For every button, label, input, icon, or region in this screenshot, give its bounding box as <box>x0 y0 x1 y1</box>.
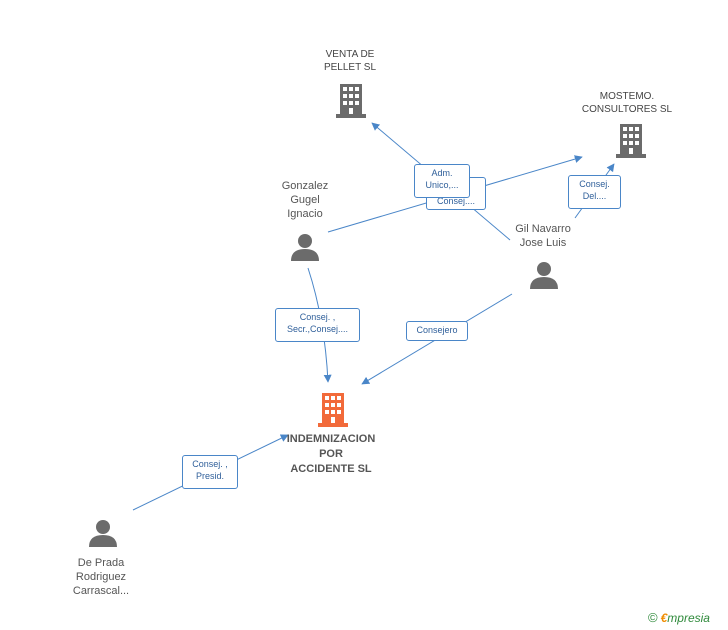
person-icon[interactable] <box>89 520 117 547</box>
edge-label-line: Secr.,Consej.... <box>286 324 349 334</box>
node-label-indemnizacion[interactable]: INDEMNIZACION POR ACCIDENTE SL <box>276 432 386 477</box>
copyright-icon: © <box>648 610 658 625</box>
node-label-line: VENTA DE <box>325 49 375 60</box>
node-label-line: Gonzalez <box>281 180 329 192</box>
node-label-line: De Prada <box>77 557 125 569</box>
node-label-venta-pellet[interactable]: VENTA DE PELLET SL <box>300 48 400 74</box>
node-label-line: Gugel <box>290 194 320 206</box>
brand-e-letter: € <box>660 611 668 625</box>
building-icon[interactable] <box>336 84 366 118</box>
node-label-line: Carrascal... <box>72 585 130 597</box>
node-label-line: MOSTEMO. <box>599 91 655 102</box>
edge-label-line: Consej. , <box>192 459 228 469</box>
brand-name: mpresia <box>667 611 710 625</box>
node-label-line: Ignacio <box>287 208 323 220</box>
building-icon[interactable] <box>318 393 348 427</box>
node-label-gonzalez[interactable]: Gonzalez Gugel Ignacio <box>260 179 350 221</box>
person-icon[interactable] <box>291 234 319 261</box>
node-label-gil-navarro[interactable]: Gil Navarro Jose Luis <box>498 222 588 250</box>
node-label-line: POR <box>319 448 343 460</box>
node-label-line: Rodriguez <box>75 571 127 583</box>
edge-label-consej-secr[interactable]: Consej. , Secr.,Consej.... <box>275 308 360 342</box>
edge-label-line: Del.... <box>582 191 607 201</box>
edge-label-line: Unico,... <box>425 180 459 190</box>
node-label-de-prada[interactable]: De Prada Rodriguez Carrascal... <box>56 556 146 598</box>
brand-logo: ©€mpresia <box>648 610 710 625</box>
person-icon[interactable] <box>530 262 558 289</box>
edge-label-line: Presid. <box>195 471 224 481</box>
node-label-line: INDEMNIZACION <box>286 433 376 445</box>
edge-label-line: Consej.... <box>436 196 476 206</box>
node-label-line: CONSULTORES SL <box>581 104 673 115</box>
edge-label-line: Consej. , <box>299 312 336 322</box>
node-label-line: Jose Luis <box>519 237 567 249</box>
node-label-line: PELLET SL <box>323 62 377 73</box>
node-label-mostemo[interactable]: MOSTEMO. CONSULTORES SL <box>572 90 682 116</box>
node-label-line: ACCIDENTE SL <box>290 463 372 475</box>
edge-label-consejero[interactable]: Consejero <box>406 321 468 341</box>
edge-label-line: Consej. <box>579 179 610 189</box>
building-icon[interactable] <box>616 124 646 158</box>
edge-label-consej-presid[interactable]: Consej. , Presid. <box>182 455 238 489</box>
edge-label-adm-unico[interactable]: Adm. Unico,... <box>414 164 470 198</box>
edge-label-line: Adm. <box>431 168 453 178</box>
node-label-line: Gil Navarro <box>515 223 571 235</box>
edge-label-consej-del[interactable]: Consej. Del.... <box>568 175 621 209</box>
edge-label-line: Consejero <box>416 325 458 335</box>
